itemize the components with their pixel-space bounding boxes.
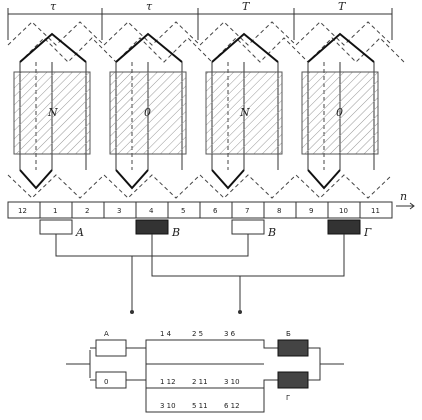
pitch-label-1: τ [50,0,57,13]
box-0 [95,371,127,389]
pitch-label-2: τ [146,0,153,13]
direction-label: n [400,190,407,203]
coil-leads [55,234,345,314]
lower-end-connections [7,169,393,199]
coil-label-3: B [267,226,276,239]
series-mid-3: 3 10 [224,378,240,386]
slot-number: 8 [277,207,281,215]
coil-label-1: A [75,226,84,239]
terminal-2 [238,310,242,314]
box-g [277,371,309,389]
label-a: A [104,330,109,338]
series-top-3: 3 6 [224,330,236,338]
coil-label-2: B [171,226,180,239]
slot-number: 7 [245,207,249,215]
slot-number: 6 [213,207,218,215]
slot-number: 5 [181,207,185,215]
pole-2 [109,71,187,155]
box-a [95,339,127,357]
box-b [277,339,309,357]
slot-number: 4 [149,207,154,215]
slot-number: 9 [309,207,313,215]
label-0: 0 [104,378,108,386]
slot-number: 10 [339,207,348,215]
label-g: Г [286,394,290,402]
series-bot-1: 3 10 [160,402,176,410]
slot-number-bar: 12 1 2 3 4 5 6 7 8 9 10 11 n [7,190,415,219]
coil-groups: A B B Г [39,219,372,239]
series-top-2: 2 5 [192,330,203,338]
pole-1 [13,71,91,155]
upper-end-connections [7,21,405,63]
slot-number: 12 [18,207,27,215]
series-bot-2: 5 11 [192,402,208,410]
slot-number: 3 [117,207,121,215]
series-top-1: 1 4 [160,330,172,338]
series-schematic: A 0 1 4 2 5 3 6 1 12 2 11 3 10 3 10 5 11… [66,330,344,413]
terminal-1 [130,310,134,314]
label-b: Б [286,330,291,338]
series-mid-2: 2 11 [192,378,208,386]
pole-label-2: 0 [144,106,151,119]
pole-4 [301,71,379,155]
pitch-label-3: Τ [242,0,251,13]
series-bot-3: 6 12 [224,402,240,410]
coil-a [39,219,73,235]
pole-pitch-dimension: τ τ Τ Τ [7,0,393,40]
pole-label-3: N [239,106,250,119]
coil-b [135,219,169,235]
pole-3 [205,71,283,155]
poles: N 0 N 0 [13,71,379,155]
pole-label-1: N [47,106,58,119]
slot-number: 2 [85,207,89,215]
coil-g [327,219,361,235]
series-mid-1: 1 12 [160,378,176,386]
coil-b2 [231,219,265,235]
coil-label-4: Г [363,226,372,239]
slot-number: 11 [371,207,380,215]
slot-number: 1 [53,207,57,215]
pitch-label-4: Τ [338,0,347,13]
pole-label-4: 0 [336,106,343,119]
